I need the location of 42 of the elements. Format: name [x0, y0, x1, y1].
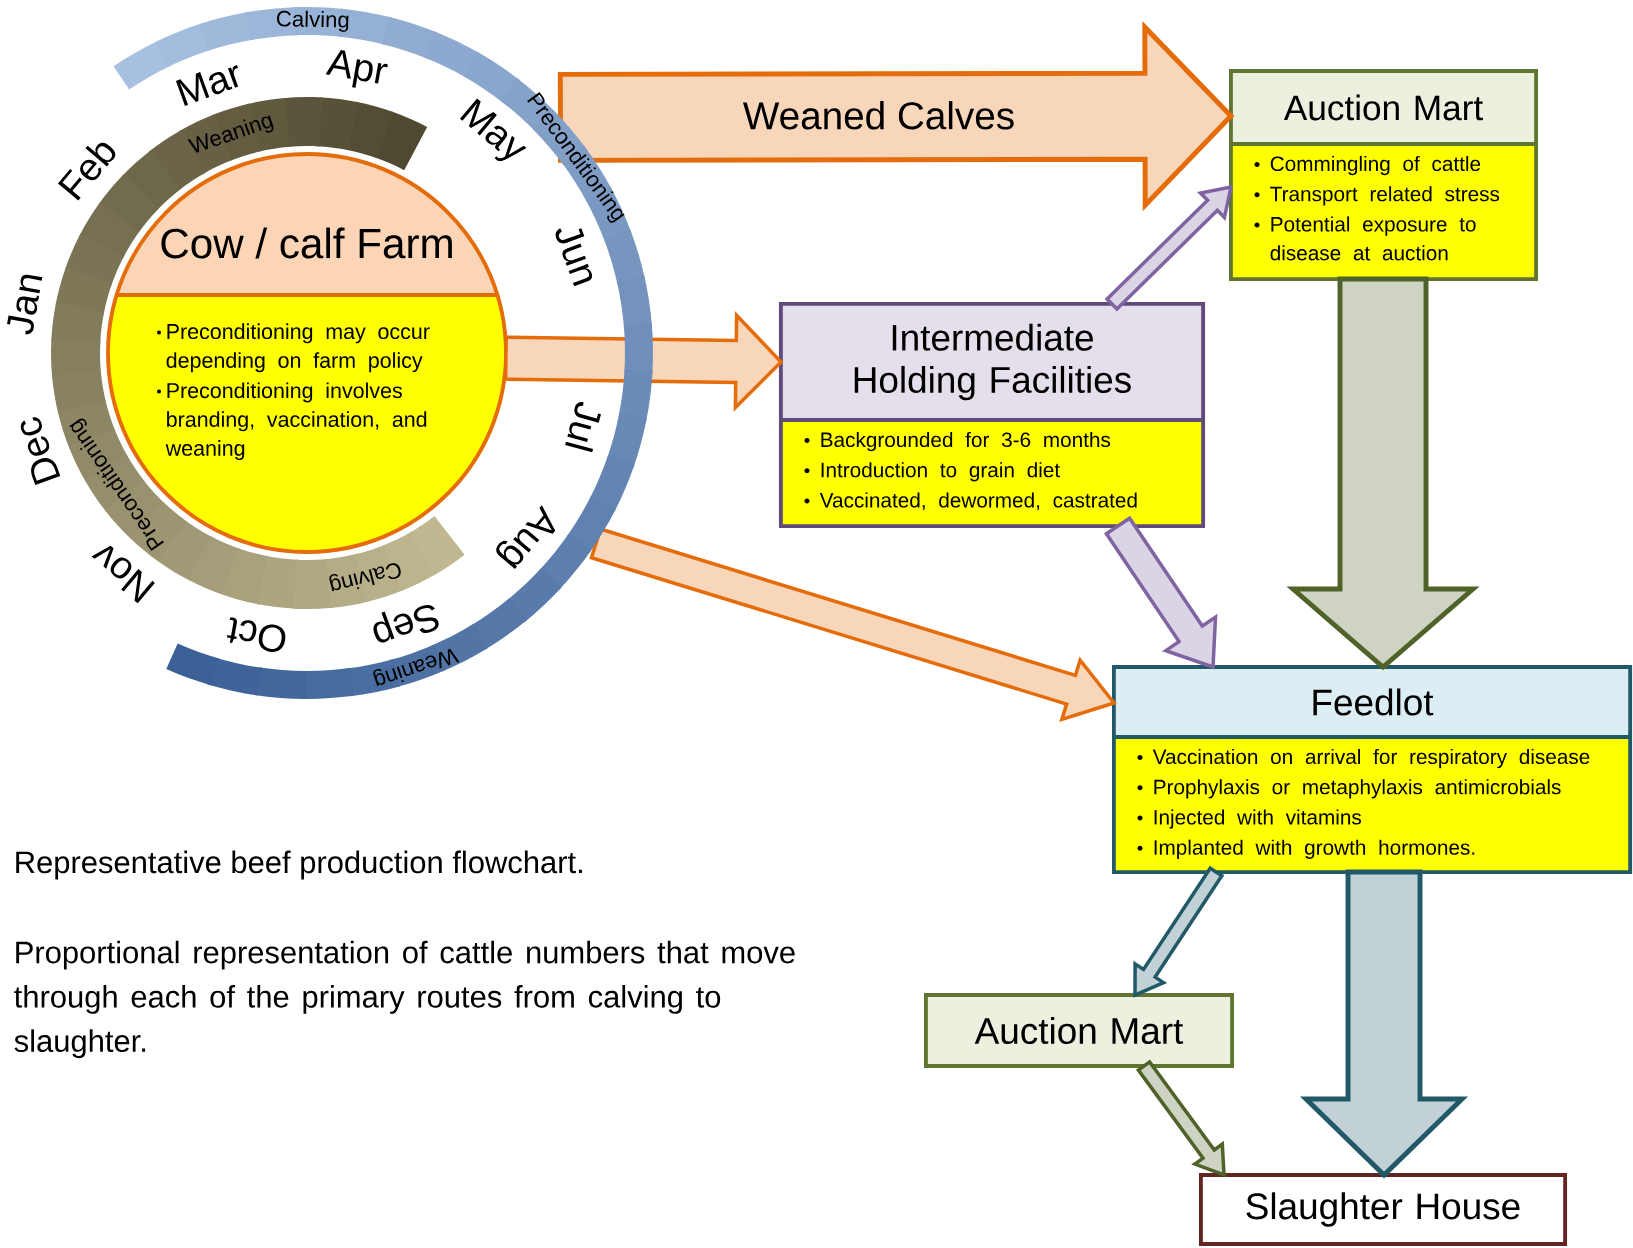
month-label: May: [459, 98, 527, 162]
block-arrow: [1299, 869, 1469, 1179]
bullet-item: Implanted with growth hormones.: [1137, 839, 1475, 859]
month-label: Jan: [7, 274, 43, 335]
bullet-item: Backgrounded for 3-6 months: [804, 431, 1111, 452]
month-label: Feb: [57, 142, 116, 201]
bullet-item: Commingling of cattle: [1254, 155, 1481, 176]
node-heading: Cow / calf Farm: [161, 227, 452, 259]
bullet-item: Transport related stress: [1254, 186, 1500, 206]
bullet-item: Prophylaxis or metaphylaxis antimicrobials: [1137, 779, 1561, 799]
box-heading: Intermediate Holding Facilities: [854, 323, 1131, 401]
caption-text: Proportional representation of cattle numbers that move through each of the primary routes from calving to slaughter.: [14, 940, 795, 1059]
process-box: [1198, 1173, 1568, 1246]
month-label: Oct: [227, 617, 286, 652]
month-label: Sep: [373, 604, 439, 643]
season-label: Calving: [277, 10, 349, 32]
box-heading: Slaughter House: [1246, 1192, 1520, 1227]
box-heading: Auction Mart: [974, 1016, 1184, 1045]
caption-text: Representative beef production flowchart.: [16, 850, 582, 880]
month-label: Aug: [496, 505, 556, 570]
box-heading: Feedlot: [1313, 688, 1434, 716]
process-box: [1229, 69, 1539, 281]
edge-label: Weaned Calves: [739, 97, 1019, 134]
month-label: Jul: [565, 402, 601, 453]
box-heading: Auction Mart: [1283, 94, 1483, 121]
month-label: Jun: [555, 228, 593, 287]
bullet-item: Vaccinated, dewormed, castrated: [804, 492, 1137, 511]
block-arrow: [1286, 276, 1480, 671]
bullet-item: Preconditioning involves branding, vaccination, and weaning: [157, 382, 427, 461]
bullet-item: Injected with vitamins: [1137, 809, 1361, 829]
block-arrow: [503, 311, 784, 412]
month-label: Apr: [325, 50, 388, 88]
process-box: [924, 993, 1235, 1068]
process-box: [778, 302, 1206, 528]
month-label: Dec: [20, 417, 61, 486]
season-label: Weaning: [373, 648, 460, 687]
bullet-item: Vaccination on arrival for respiratory disease: [1137, 748, 1590, 769]
process-box: [1111, 665, 1633, 874]
bullet-item: Potential exposure to disease at auction: [1254, 216, 1476, 261]
bullet-item: Preconditioning may occur depending on farm policy: [157, 323, 430, 373]
month-label: Mar: [175, 65, 239, 106]
bullet-item: Introduction to grain diet: [804, 462, 1060, 482]
